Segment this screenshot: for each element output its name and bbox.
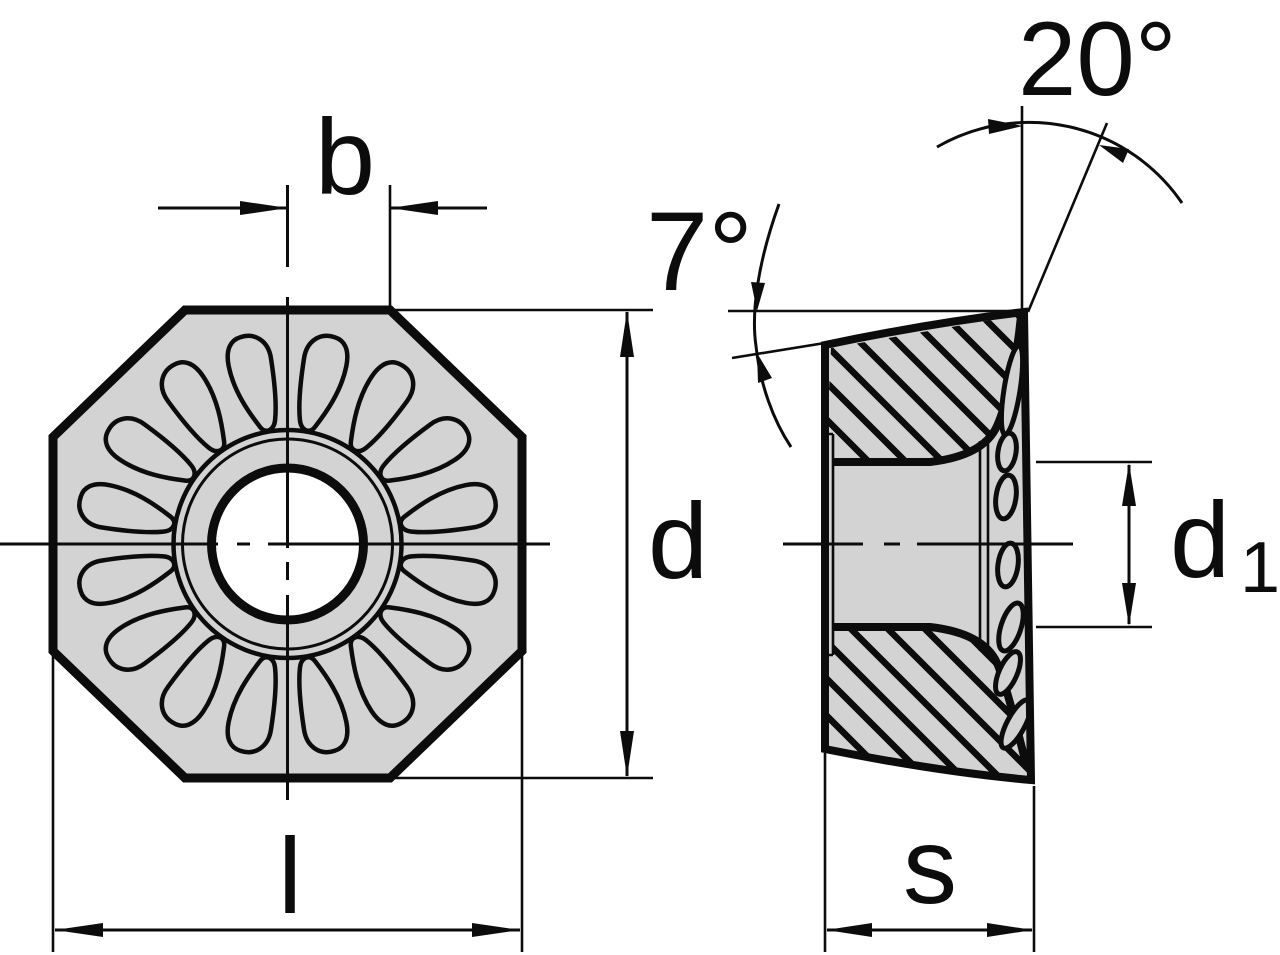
- dimension-d: d: [390, 308, 708, 780]
- front-view: b d l: [0, 96, 708, 952]
- centerlines-front: [0, 185, 550, 800]
- hatch-top: [827, 315, 1020, 462]
- label-d1-subscript: 1: [1240, 528, 1280, 608]
- side-section-view: d 1 s 7° 20°: [646, 1, 1280, 952]
- label-b: b: [315, 96, 375, 217]
- dimension-d1: d 1: [1036, 460, 1280, 629]
- dimension-l: l: [51, 651, 524, 952]
- angle-20-annotation: 20°: [936, 1, 1184, 313]
- dimension-b: b: [158, 96, 487, 310]
- label-d1-base: d: [1170, 479, 1230, 600]
- angle-7-annotation: 7°: [646, 189, 1024, 448]
- label-d: d: [648, 480, 708, 601]
- hatch-bottom: [825, 627, 1031, 780]
- dimension-s: s: [823, 753, 1036, 952]
- label-s: s: [903, 805, 957, 926]
- label-l: l: [278, 815, 302, 936]
- label-angle-20: 20°: [1018, 1, 1177, 118]
- face-dimples-profile: [993, 343, 1034, 751]
- label-angle-7: 7°: [646, 189, 753, 314]
